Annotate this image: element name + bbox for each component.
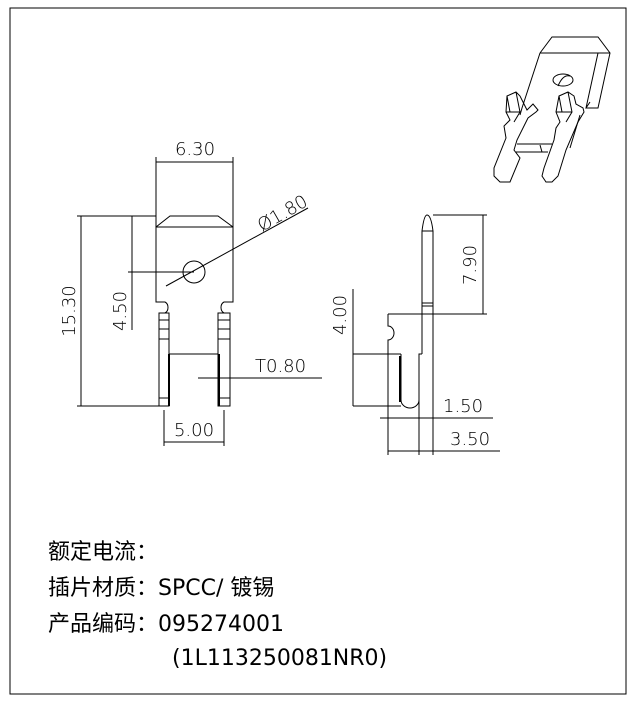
side-dimensions: 7.90 4.00 1.50 3.50 bbox=[330, 214, 500, 452]
isometric-view bbox=[493, 36, 611, 183]
side-view bbox=[387, 214, 434, 455]
code-row: 产品编码：095274001 bbox=[48, 606, 284, 638]
rated-current-label: 额定电流： bbox=[48, 540, 159, 565]
dim-thickness: T0.80 bbox=[255, 356, 306, 377]
material-value: SPCC/ 镀锡 bbox=[158, 576, 275, 601]
dim-hole-offset: 4.50 bbox=[110, 291, 131, 331]
dim-slot-depth: 4.00 bbox=[330, 295, 351, 335]
dim-hole-diameter: Ø1.80 bbox=[254, 191, 311, 236]
dim-side-width: 3.50 bbox=[450, 429, 490, 450]
drawing-frame bbox=[9, 7, 627, 695]
code-label: 产品编码： bbox=[48, 612, 159, 637]
front-view bbox=[155, 215, 234, 407]
dim-pin-spacing: 5.00 bbox=[174, 420, 214, 441]
dim-slot-width: 1.50 bbox=[443, 396, 483, 417]
dim-total-height: 15.30 bbox=[59, 285, 80, 337]
dim-width-top: 6.30 bbox=[175, 139, 215, 160]
code-alt: (1L113250081NR0) bbox=[172, 646, 388, 671]
code-value: 095274001 bbox=[158, 612, 284, 637]
material-label: 插片材质： bbox=[48, 576, 159, 601]
left-leg bbox=[158, 312, 170, 407]
dim-pin-length: 7.90 bbox=[460, 245, 481, 285]
material-row: 插片材质：SPCC/ 镀锡 bbox=[48, 570, 274, 602]
front-dimensions: 6.30 15.30 4.50 Ø1.80 T0.80 5.00 bbox=[59, 139, 322, 446]
